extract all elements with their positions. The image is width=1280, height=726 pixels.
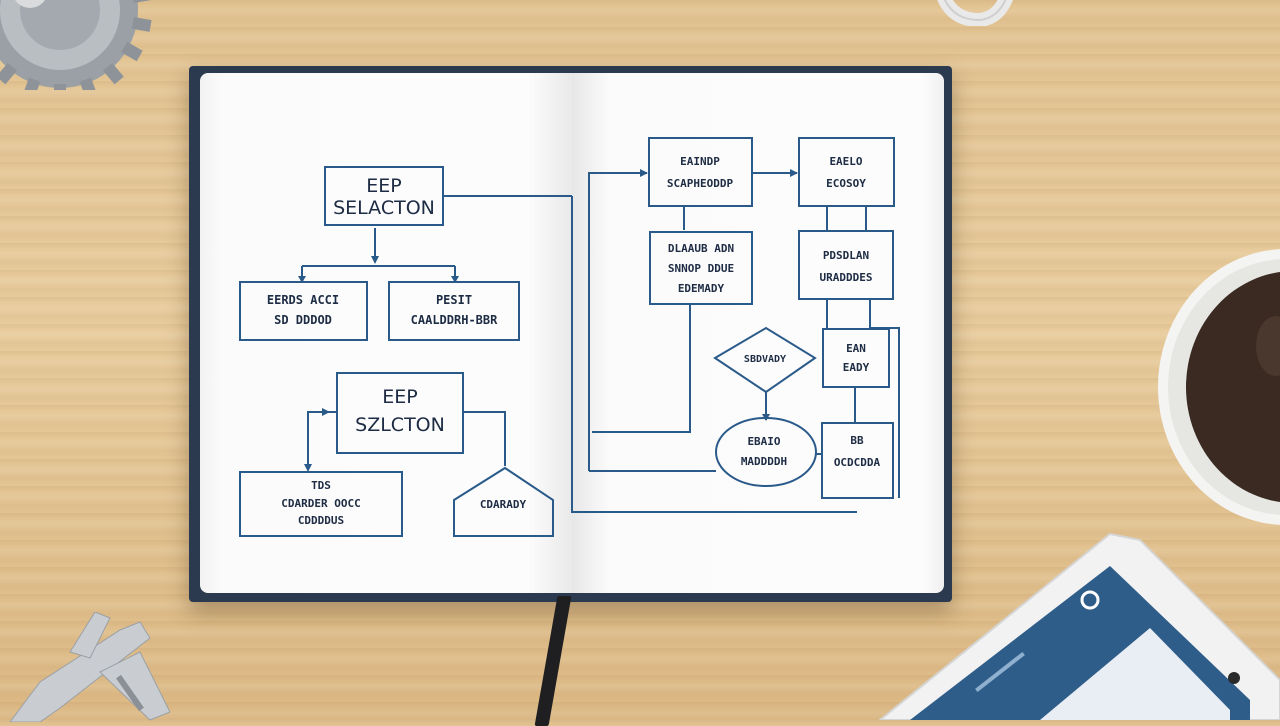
node-label: EAELO: [829, 155, 862, 168]
node-house: [453, 466, 554, 537]
node-label: SCAPHEODDP: [667, 177, 734, 190]
node-label: URADDDES: [820, 271, 873, 284]
tablet-icon: [878, 532, 1280, 720]
node-label: MADDDDH: [741, 455, 787, 468]
node-box: [388, 281, 520, 341]
node-label: SELACTON: [333, 197, 435, 219]
node-label: SZLCTON: [355, 414, 445, 436]
node-label: TDS: [311, 479, 331, 492]
node-label: CAALDDRH-BBR: [411, 313, 498, 327]
node-box: [649, 231, 753, 305]
node-box: [821, 422, 894, 499]
node-box: [798, 230, 894, 300]
node-label: PDSDLAN: [823, 249, 869, 262]
node-label: EBAIO: [747, 435, 780, 448]
node-label: EAINDP: [680, 155, 720, 168]
node-label: EADY: [843, 361, 870, 374]
node-label: CDDDDUS: [298, 514, 344, 527]
node-label: CDARDER OOCC: [281, 497, 360, 510]
node-label: ECOSOY: [826, 177, 866, 190]
node-label: EEP: [382, 386, 417, 408]
node-label: CDARADY: [480, 498, 527, 511]
node-label: OCDCDDA: [834, 456, 881, 469]
node-box: [798, 137, 895, 207]
node-box: [239, 281, 368, 341]
node-label: EDEMADY: [678, 282, 725, 295]
node-label: EERDS ACCI: [267, 293, 339, 307]
mug-handle-icon: [937, 0, 1013, 26]
notebook-left-page: [200, 73, 572, 593]
node-label: DLAAUB ADN: [668, 242, 734, 255]
node-box: [239, 471, 403, 537]
coffee-mug-icon: [1158, 249, 1280, 525]
node-label: EEP: [366, 175, 401, 197]
node-label: SBDVADY: [744, 354, 786, 365]
node-diamond: [713, 326, 817, 394]
node-label: SNNOP DDUE: [668, 262, 734, 275]
node-label: PESIT: [436, 293, 472, 307]
node-label: BB: [850, 434, 864, 447]
caliper-icon: [9, 612, 171, 722]
node-label: EAN: [846, 342, 866, 355]
node-label: SD DDDOD: [274, 313, 332, 327]
gear-icon: [0, 0, 152, 90]
